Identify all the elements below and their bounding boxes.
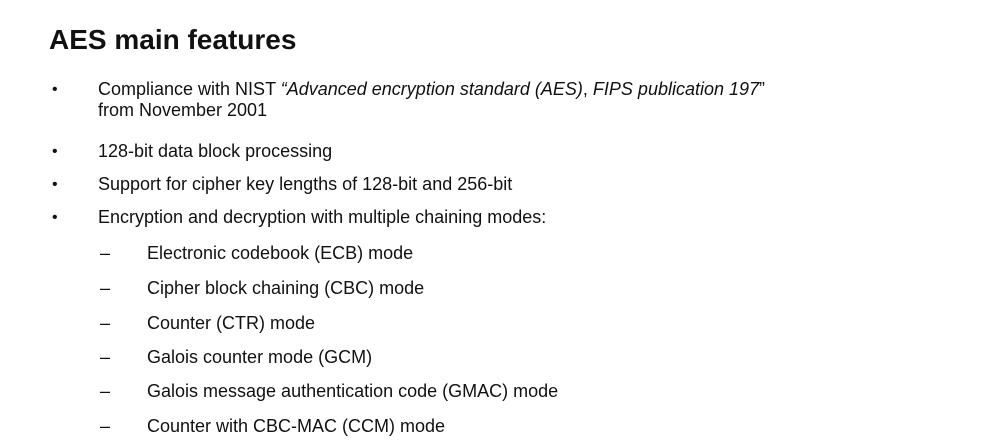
sub-list-item-text: Electronic codebook (ECB) mode — [147, 243, 414, 263]
sub-list-item-text: Cipher block chaining (CBC) mode — [147, 278, 425, 298]
slide-title: AES main features — [49, 24, 297, 55]
dash-marker: – — [100, 347, 111, 367]
list-item-text: Compliance with NIST “Advanced encryptio… — [98, 79, 766, 120]
sub-list-item-text: Galois message authentication code (GMAC… — [147, 381, 559, 401]
dash-marker: – — [100, 381, 111, 401]
bullet-marker: • — [52, 81, 58, 98]
dash-marker: – — [100, 416, 111, 436]
dash-marker: – — [100, 313, 111, 333]
sub-list-item-text: Galois counter mode (GCM) — [147, 347, 373, 367]
sub-list-item-text: Counter (CTR) mode — [147, 313, 316, 333]
bullet-marker: • — [52, 176, 58, 193]
dash-marker: – — [100, 278, 111, 298]
list-item-text: Encryption and decryption with multiple … — [98, 207, 547, 227]
list-item-text: Support for cipher key lengths of 128-bi… — [98, 174, 513, 194]
list-item-text: 128-bit data block processing — [98, 141, 333, 161]
bullet-marker: • — [52, 143, 58, 160]
dash-marker: – — [100, 243, 111, 263]
bullet-marker: • — [52, 209, 58, 226]
sub-list-item-text: Counter with CBC-MAC (CCM) mode — [147, 416, 446, 436]
